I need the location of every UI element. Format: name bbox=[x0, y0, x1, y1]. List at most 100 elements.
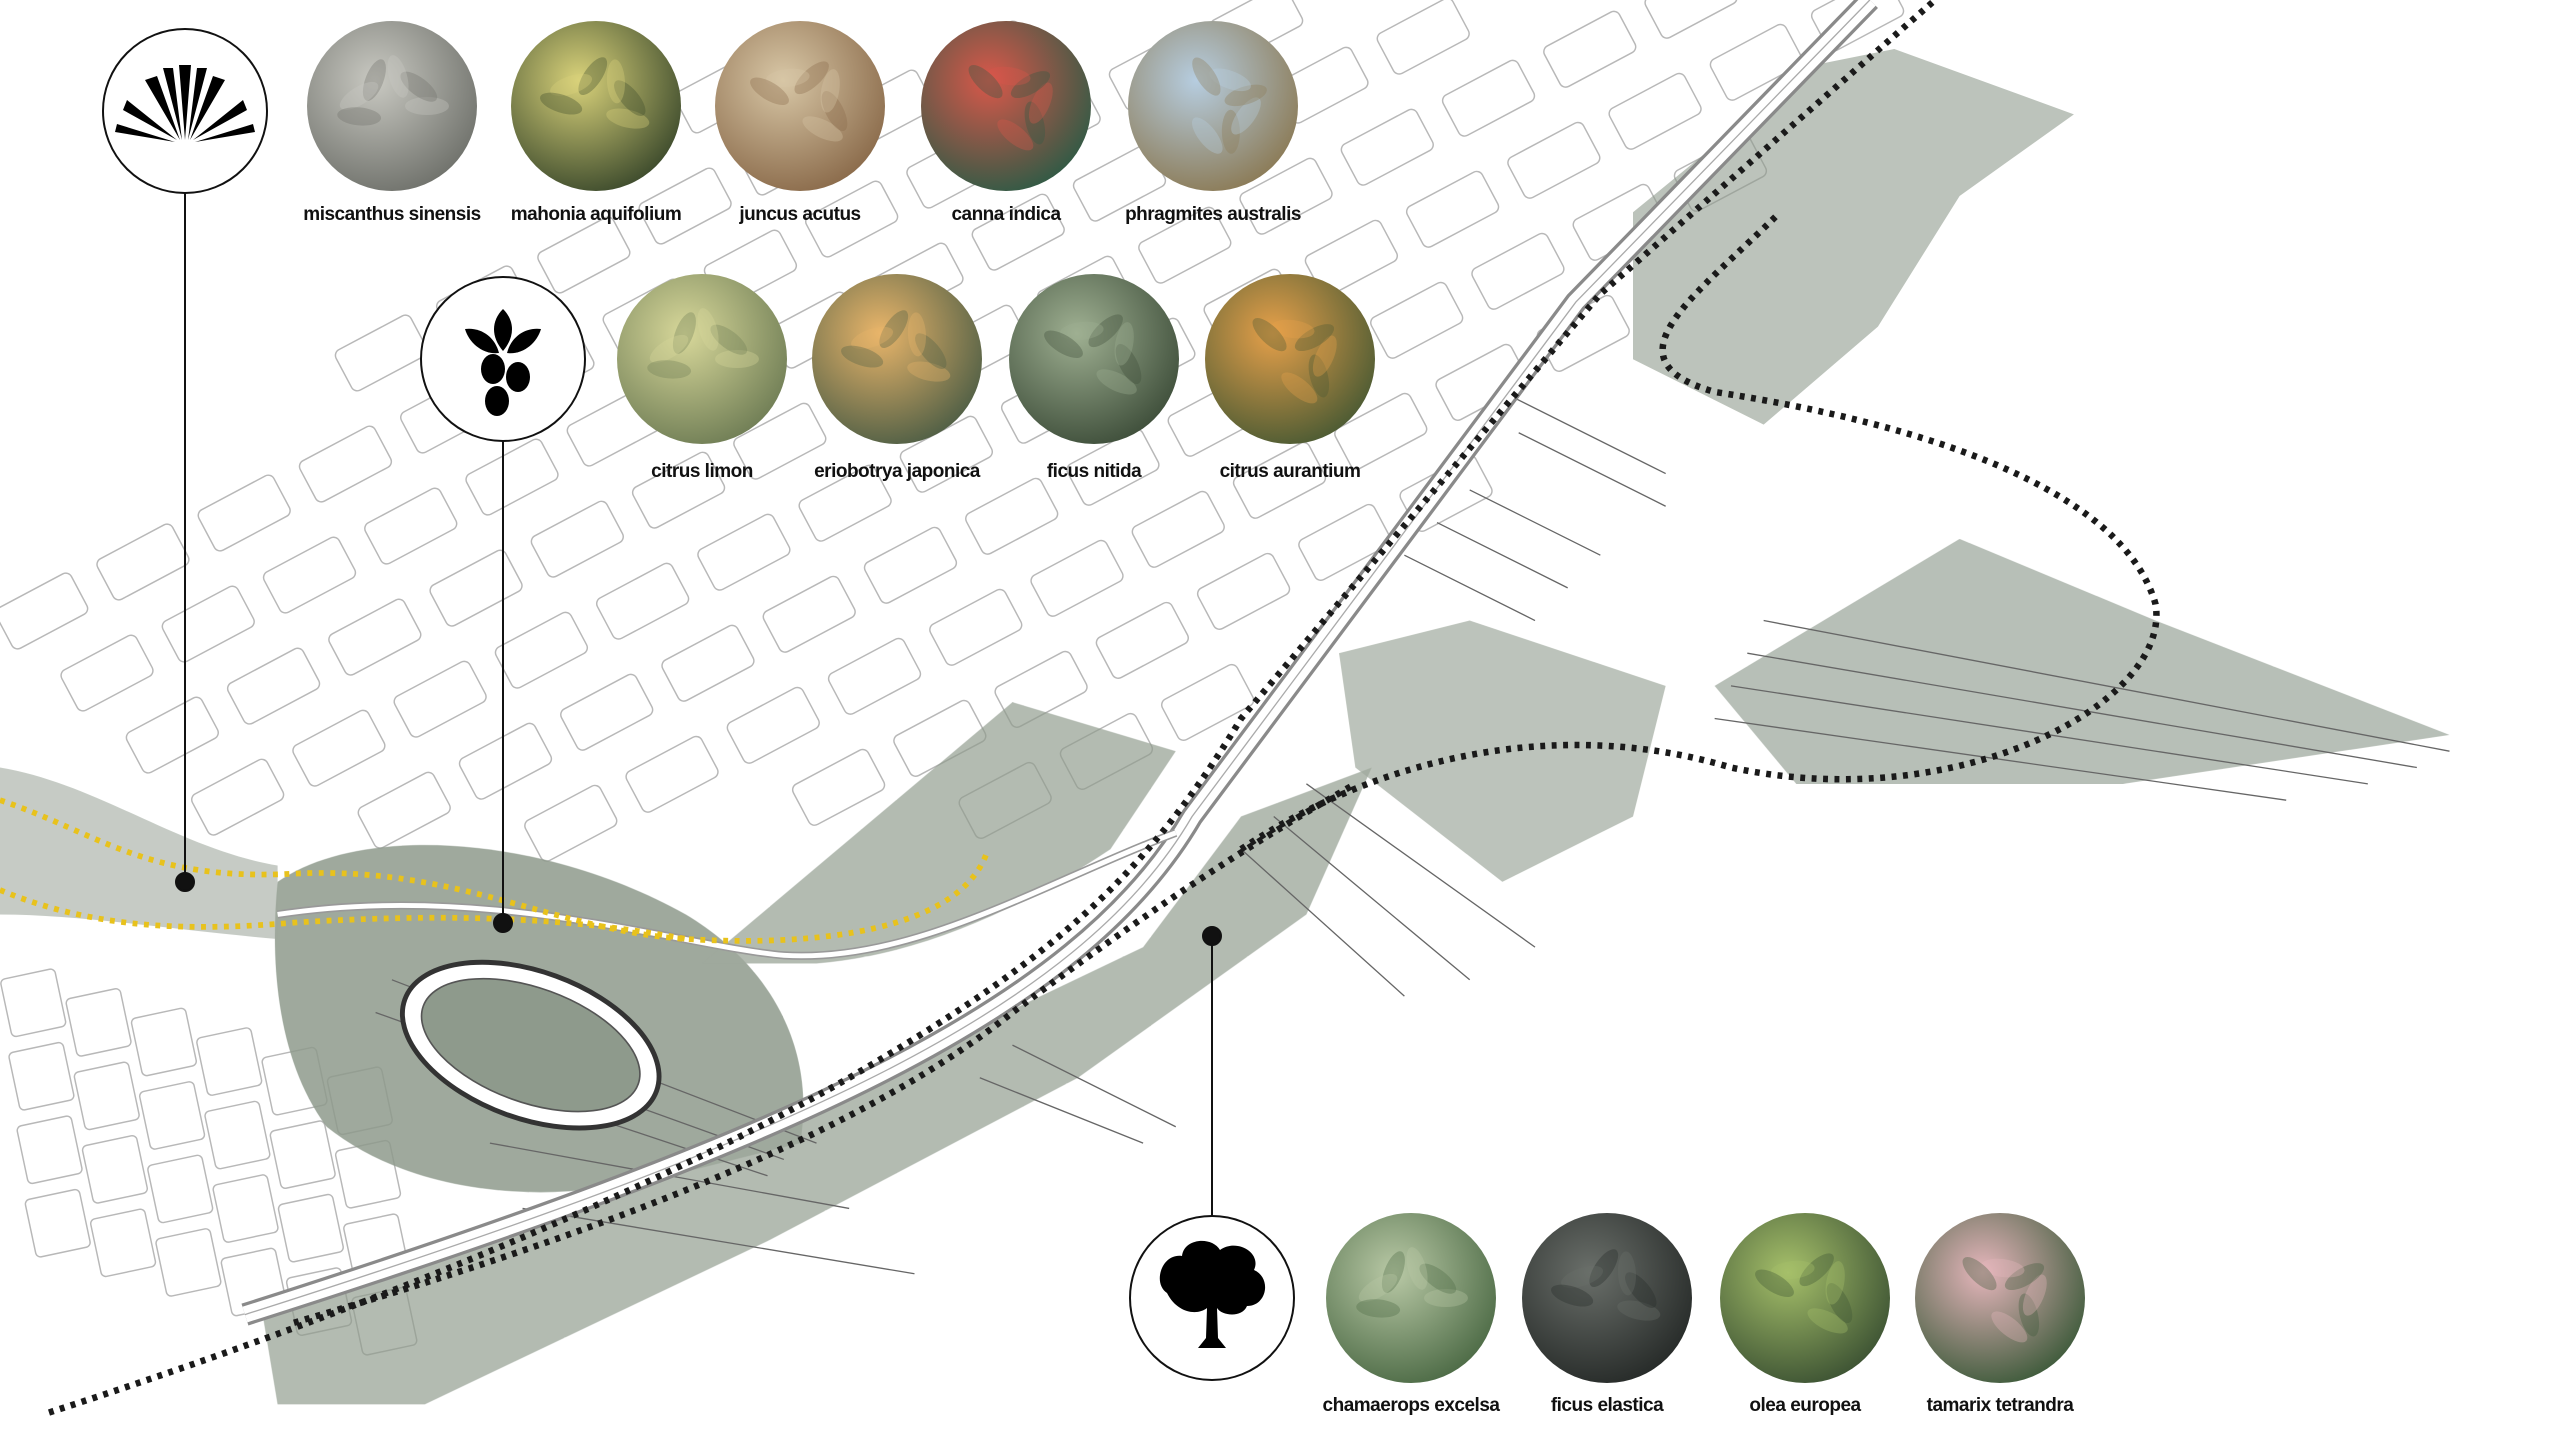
city-block bbox=[1232, 441, 1327, 519]
species-label: eriobotrya japonica bbox=[814, 461, 981, 482]
photo-texture bbox=[1192, 117, 1223, 154]
city-block bbox=[1644, 0, 1738, 39]
species-label: ficus nitida bbox=[1047, 461, 1142, 482]
photo-texture bbox=[1962, 1257, 1997, 1291]
photo-texture bbox=[802, 116, 843, 142]
photo-texture bbox=[794, 61, 829, 95]
city-block bbox=[65, 988, 132, 1057]
city-block bbox=[1160, 663, 1255, 741]
photo-texture bbox=[2018, 1293, 2040, 1337]
photo-texture bbox=[1991, 1311, 2028, 1343]
species-photo bbox=[715, 21, 885, 191]
city-block bbox=[1376, 0, 1470, 75]
city-block bbox=[971, 193, 1065, 271]
city-block bbox=[863, 526, 958, 604]
city-block bbox=[328, 598, 422, 676]
species-photo bbox=[1009, 274, 1179, 444]
city-block bbox=[537, 216, 631, 294]
city-block bbox=[1471, 232, 1565, 310]
city-block bbox=[364, 487, 458, 565]
city-block bbox=[226, 647, 321, 725]
city-block bbox=[393, 660, 487, 738]
photo-texture bbox=[1096, 369, 1137, 395]
city-block bbox=[762, 575, 856, 653]
species-item: citrus limon bbox=[617, 274, 787, 482]
species-item: ficus elastica bbox=[1522, 1213, 1692, 1416]
species-item: citrus aurantium bbox=[1205, 274, 1375, 482]
species-photo bbox=[812, 274, 982, 444]
coastal-road bbox=[241, 0, 1878, 1326]
photo-texture bbox=[879, 310, 909, 349]
city-block bbox=[1543, 10, 1637, 88]
species-photo bbox=[1522, 1213, 1692, 1383]
city-block bbox=[595, 562, 690, 640]
photo-texture bbox=[2004, 1263, 2045, 1291]
species-label: phragmites australis bbox=[1125, 204, 1301, 225]
photo-texture bbox=[1088, 314, 1123, 348]
species-label: ficus elastica bbox=[1551, 1395, 1664, 1416]
route-yellow bbox=[0, 797, 991, 944]
photo-texture bbox=[614, 80, 646, 116]
city-block bbox=[631, 451, 726, 529]
photo-texture bbox=[1755, 1269, 1794, 1297]
photo-texture bbox=[1356, 1299, 1401, 1318]
species-item: miscanthus sinensis bbox=[303, 21, 481, 225]
berries-icon bbox=[465, 309, 541, 416]
photo-texture bbox=[1209, 68, 1251, 92]
species-label: olea europea bbox=[1749, 1395, 1861, 1416]
photo-texture bbox=[578, 57, 608, 96]
photo-texture bbox=[907, 312, 927, 357]
city-block bbox=[138, 1081, 206, 1150]
photo-texture bbox=[400, 71, 438, 102]
photo-texture bbox=[1270, 319, 1315, 339]
species-label: citrus limon bbox=[651, 461, 753, 482]
photo-texture bbox=[339, 81, 379, 110]
species-item: mahonia aquifolium bbox=[511, 21, 682, 225]
city-block bbox=[465, 438, 559, 516]
city-block bbox=[494, 611, 589, 689]
city-block bbox=[298, 425, 393, 503]
leader-dot-grass bbox=[175, 872, 195, 892]
species-label: miscanthus sinensis bbox=[303, 204, 480, 225]
photo-texture bbox=[606, 108, 650, 129]
green-zone-coast-south bbox=[261, 767, 1372, 1405]
photo-texture bbox=[1381, 1251, 1405, 1293]
city-block bbox=[0, 968, 67, 1038]
photo-texture bbox=[2022, 1274, 2047, 1316]
photo-texture bbox=[697, 308, 719, 351]
photo-texture bbox=[1406, 1247, 1428, 1290]
city-block bbox=[1095, 601, 1189, 679]
species-item: phragmites australis bbox=[1125, 21, 1301, 225]
photo-texture bbox=[1826, 1282, 1853, 1324]
green-zone-coast-east bbox=[1339, 620, 1666, 882]
photo-texture bbox=[1551, 1284, 1594, 1307]
photo-texture bbox=[750, 77, 789, 105]
photo-texture bbox=[715, 350, 759, 368]
photo-texture bbox=[1114, 322, 1134, 366]
city-block bbox=[262, 536, 357, 614]
city-block bbox=[292, 709, 386, 787]
photo-texture bbox=[710, 324, 748, 355]
city-block bbox=[1405, 170, 1500, 248]
city-block bbox=[269, 1120, 336, 1189]
city-block bbox=[726, 686, 820, 764]
species-photo bbox=[1326, 1213, 1496, 1383]
city-block bbox=[212, 1174, 279, 1243]
city-block bbox=[1507, 121, 1601, 199]
photo-texture bbox=[550, 73, 593, 97]
city-block bbox=[929, 588, 1023, 666]
photo-texture bbox=[1799, 1253, 1834, 1287]
photo-texture bbox=[1044, 330, 1083, 358]
city-block bbox=[1340, 108, 1434, 186]
city-block bbox=[96, 523, 190, 601]
photo-texture bbox=[649, 334, 689, 363]
city-block bbox=[524, 784, 618, 862]
species-photo bbox=[1128, 21, 1298, 191]
city-block bbox=[458, 722, 553, 800]
photo-texture bbox=[672, 312, 696, 354]
tree-icon-badge bbox=[1129, 1215, 1295, 1381]
city-block bbox=[73, 1061, 140, 1131]
photo-texture bbox=[1024, 101, 1046, 145]
